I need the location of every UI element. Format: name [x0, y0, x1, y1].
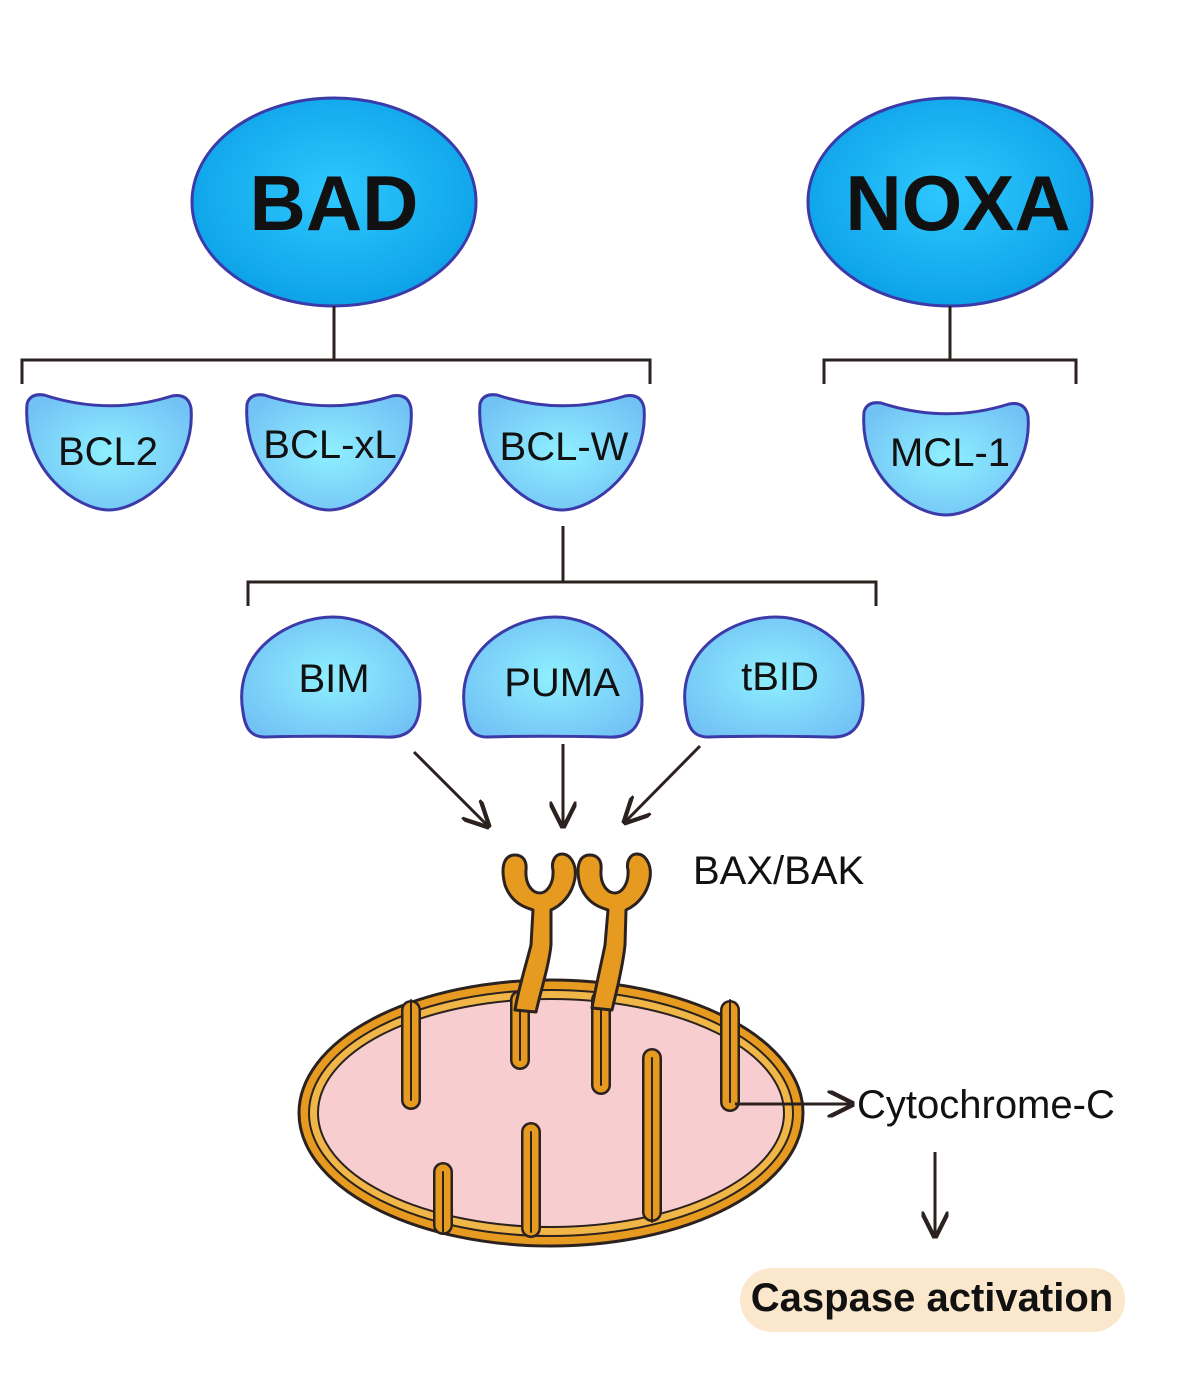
bcl2-label: BCL2 [58, 430, 158, 474]
mitochondrion [297, 978, 805, 1248]
tbid-label: tBID [741, 655, 819, 699]
bax-receptor [501, 852, 577, 1014]
noxa-label: NOXA [845, 159, 1070, 247]
bad-label: BAD [250, 159, 419, 247]
bax-bak-label: BAX/BAK [693, 849, 865, 893]
bim-protein: BIM [240, 615, 422, 739]
bad-bracket [20, 306, 652, 384]
cytochrome-c-label: Cytochrome-C [857, 1083, 1115, 1127]
bclw-label: BCL-W [500, 425, 629, 469]
bclw-bracket [246, 526, 878, 606]
activation-arrows [412, 744, 702, 826]
caspase-activation-box: Caspase activation [740, 1268, 1125, 1332]
bak-receptor [576, 852, 652, 1012]
tbid-protein: tBID [683, 615, 865, 739]
noxa-node: NOXA [806, 96, 1094, 308]
puma-label: PUMA [504, 661, 620, 705]
noxa-bracket [822, 306, 1078, 384]
tbid-arrow [625, 744, 702, 822]
bclxl-protein: BCL-xL [245, 393, 413, 512]
bcl2-protein: BCL2 [25, 393, 193, 512]
caspase-activation-label: Caspase activation [751, 1276, 1113, 1320]
mcl1-label: MCL-1 [890, 431, 1010, 475]
bad-node: BAD [190, 96, 478, 308]
puma-protein: PUMA [462, 615, 644, 739]
bim-arrow [412, 750, 488, 826]
bclw-protein: BCL-W [478, 393, 646, 512]
mcl1-protein: MCL-1 [862, 401, 1030, 517]
bim-label: BIM [298, 657, 369, 701]
bclxl-label: BCL-xL [263, 423, 396, 467]
